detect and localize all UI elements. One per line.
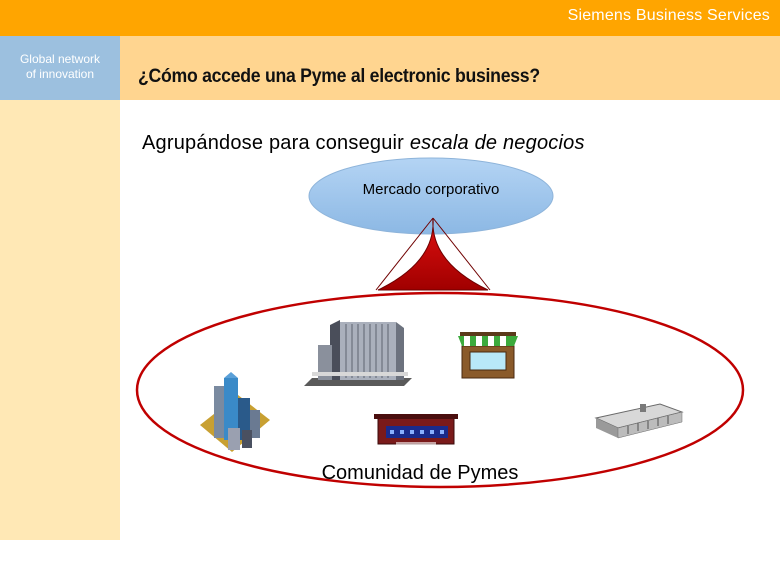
community-ellipse xyxy=(135,291,745,489)
tagline: Global network of innovation xyxy=(0,52,120,82)
title-band: ¿Cómo accede una Pyme al electronic busi… xyxy=(120,36,780,100)
tagline-line-1: Global network xyxy=(19,52,101,66)
header-bar: Siemens Business Services xyxy=(0,0,780,36)
office-building-icon xyxy=(304,320,412,386)
siemens-logo: SIEMENS xyxy=(6,539,124,564)
market-ellipse xyxy=(308,157,554,235)
warehouse-icon xyxy=(594,403,684,439)
factory-icon xyxy=(374,414,458,448)
subtitle-plain: Agrupándose para conseguir xyxy=(142,132,410,154)
slide-title: ¿Cómo accede una Pyme al electronic busi… xyxy=(138,66,540,87)
storefront-icon xyxy=(458,332,518,379)
up-arrow-icon xyxy=(377,217,489,291)
slide-subtitle: Agrupándose para conseguir escala de neg… xyxy=(142,132,585,155)
market-label: Mercado corporativo xyxy=(362,181,500,198)
brand-name: Siemens Business Services xyxy=(567,7,770,24)
diagram xyxy=(135,157,745,489)
tagline-line-2: of innovation xyxy=(25,67,95,81)
subtitle-italic: escala de negocios xyxy=(409,132,585,154)
tagline-box: Global network of innovation xyxy=(0,36,120,100)
community-label: Comunidad de Pymes xyxy=(321,462,519,484)
skyscrapers-icon xyxy=(200,372,270,452)
